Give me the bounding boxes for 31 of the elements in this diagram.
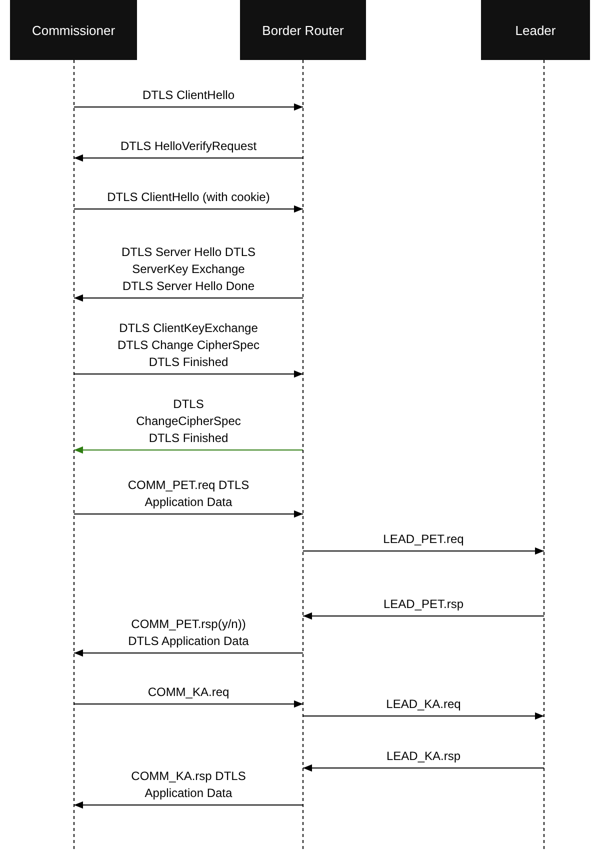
message-arrow — [302, 612, 544, 620]
message-arrow — [74, 700, 304, 708]
message-label: COMM_PET.req DTLS Application Data — [126, 477, 250, 511]
message-arrow — [74, 510, 304, 518]
message-label: DTLS ClientHello (with cookie) — [106, 189, 271, 206]
message-label: COMM_KA.rsp DTLS Application Data — [130, 768, 247, 802]
message-label: COMM_KA.req — [146, 684, 230, 701]
message-label: DTLS ClientKeyExchange DTLS Change CipherSpec DTLS Finished — [116, 320, 261, 371]
message-label: COMM_PET.rsp(y/n)) DTLS Application Data — [127, 616, 250, 650]
message-arrow — [74, 649, 304, 657]
message-label: DTLS ChangeCipherSpec DTLS Finished — [135, 396, 242, 447]
message-arrow — [74, 103, 304, 111]
message-arrow — [74, 446, 304, 454]
message-arrow — [74, 294, 304, 302]
participant-box: Border Router — [240, 0, 366, 60]
message-label: DTLS HelloVerifyRequest — [119, 138, 258, 155]
message-arrow — [302, 547, 544, 555]
message-label: LEAD_PET.req — [382, 531, 465, 548]
message-arrow — [74, 154, 304, 162]
message-label: LEAD_KA.req — [385, 696, 462, 713]
message-label: LEAD_PET.rsp — [382, 596, 465, 613]
message-label: DTLS ClientHello — [141, 87, 236, 104]
message-label: LEAD_KA.rsp — [385, 748, 462, 765]
message-arrow — [302, 764, 544, 772]
message-arrow — [74, 205, 304, 213]
participant-box: Commissioner — [10, 0, 137, 60]
participant-box: Leader — [481, 0, 590, 60]
message-arrow — [302, 712, 544, 720]
message-arrow — [74, 801, 304, 809]
message-arrow — [74, 370, 304, 378]
message-label: DTLS Server Hello DTLS ServerKey Exchange DTLS Server Hello Done — [120, 244, 257, 295]
